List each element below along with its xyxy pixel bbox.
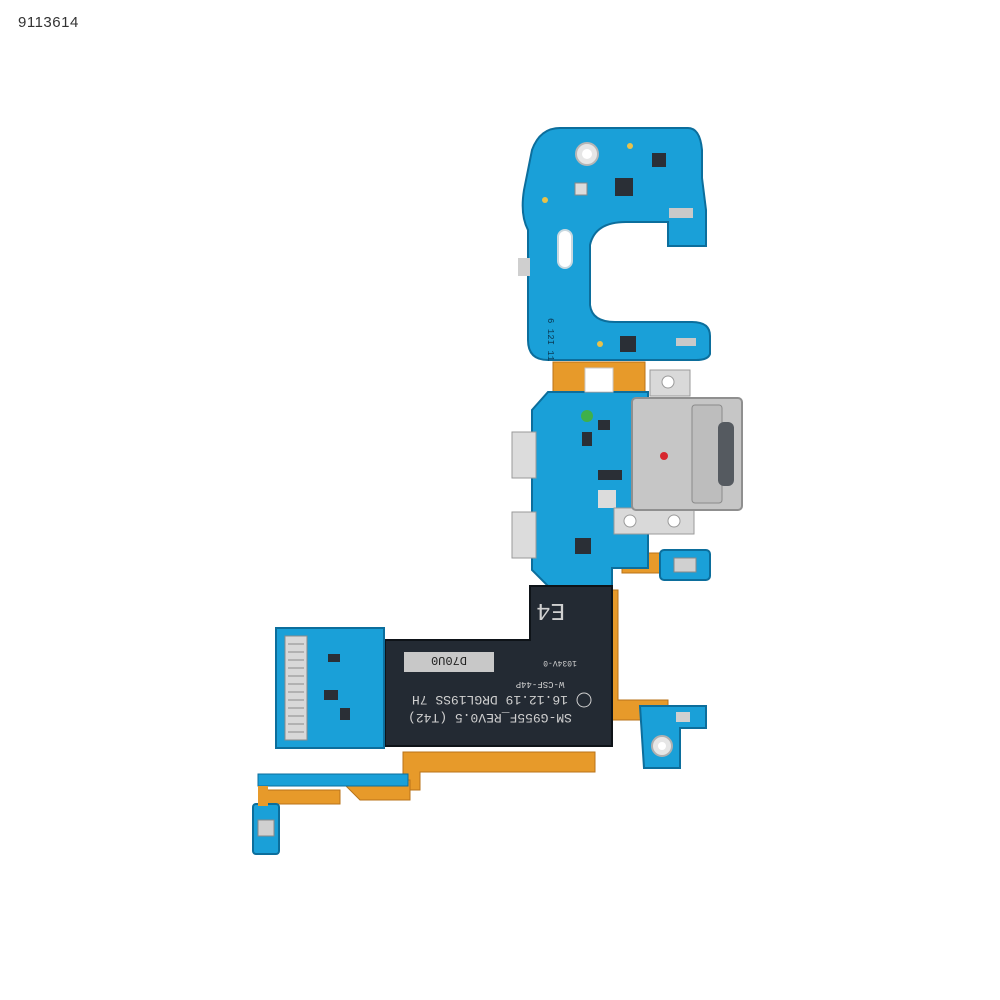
shield-code-line: 1034V-0: [543, 658, 577, 667]
shield-small-line: W-CSF-44P: [516, 679, 565, 689]
shield: D70U0 E4 16.12.19 DRGL19SS 7H SM-G955F_R…: [384, 585, 613, 747]
usb-c-port: [613, 369, 743, 535]
top-pcb: 6 12I 11: [518, 127, 711, 361]
shield-date-line: 16.12.19 DRGL19SS 7H: [412, 692, 568, 707]
shield-model-line: SM-G955F_REV0.5 (T42): [408, 710, 572, 725]
product-id: 9113614: [18, 14, 79, 31]
bottom-right-board: [638, 705, 707, 769]
left-connector-board: [275, 627, 385, 749]
lower-strip: [252, 773, 409, 855]
shield-label: D70U0: [431, 653, 467, 667]
mic-board: [659, 549, 711, 581]
pcb-print: 6 12I 11: [545, 318, 555, 361]
shield-marking: E4: [536, 596, 565, 623]
middle-pcb: [511, 367, 649, 587]
